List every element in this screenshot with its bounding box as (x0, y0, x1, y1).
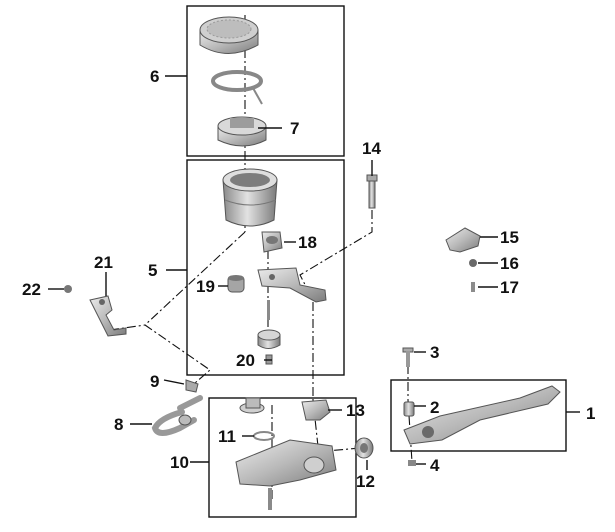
group-frame-lever (390, 379, 567, 452)
part-reservoir-clamp (261, 231, 283, 253)
callout-9: 9 (150, 372, 159, 391)
callout-1: 1 (586, 404, 595, 423)
part-reservoir-bracket (257, 267, 327, 303)
callout-10: 10 (170, 453, 189, 472)
part-mount-bracket (89, 295, 127, 337)
part-reservoir-valve (257, 329, 281, 365)
part-switch-bracket (445, 227, 481, 253)
part-bushing (354, 437, 374, 459)
part-nut-16 (469, 259, 477, 267)
part-diaphragm (217, 116, 267, 147)
part-pivot-block (301, 399, 331, 421)
callout-3: 3 (430, 343, 439, 362)
part-screw-22 (64, 285, 72, 293)
part-grommet (227, 275, 245, 293)
callout-14: 14 (362, 139, 381, 158)
callout-18: 18 (298, 233, 317, 252)
callout-20: 20 (236, 351, 255, 370)
callout-12: 12 (356, 472, 375, 491)
group-frame-master-cylinder (208, 397, 357, 518)
part-reservoir-cap (199, 16, 259, 54)
callout-16: 16 (500, 254, 519, 273)
callout-11: 11 (218, 427, 236, 446)
part-brake-lever (403, 385, 561, 445)
callout-13: 13 (346, 401, 365, 420)
callout-8: 8 (114, 415, 123, 434)
part-reservoir-body (222, 168, 278, 227)
part-seal-11 (253, 431, 275, 441)
part-valve-pin (267, 300, 270, 320)
group-frame-reservoir (186, 159, 345, 376)
callout-22: 22 (22, 280, 41, 299)
part-master-cylinder-body (235, 397, 337, 510)
callout-21: 21 (94, 253, 113, 272)
part-hose-clip (185, 379, 199, 393)
callout-15: 15 (500, 228, 519, 247)
part-pivot-bolt-3 (402, 347, 414, 367)
callout-6: 6 (150, 67, 159, 86)
part-screw-17 (471, 282, 475, 292)
group-frame-reservoir-cap (186, 5, 345, 157)
callout-17: 17 (500, 278, 519, 297)
part-nut-4 (408, 460, 416, 466)
callout-19: 19 (196, 277, 215, 296)
part-brake-hose (151, 395, 203, 436)
part-bushing-2 (403, 401, 415, 417)
callout-4: 4 (430, 456, 440, 475)
callout-7: 7 (290, 119, 299, 138)
part-cap-diaphragm-ring (211, 70, 263, 105)
callout-5: 5 (148, 261, 157, 280)
part-long-bolt (366, 174, 378, 209)
callout-2: 2 (430, 398, 439, 417)
leader-lines (48, 75, 580, 470)
